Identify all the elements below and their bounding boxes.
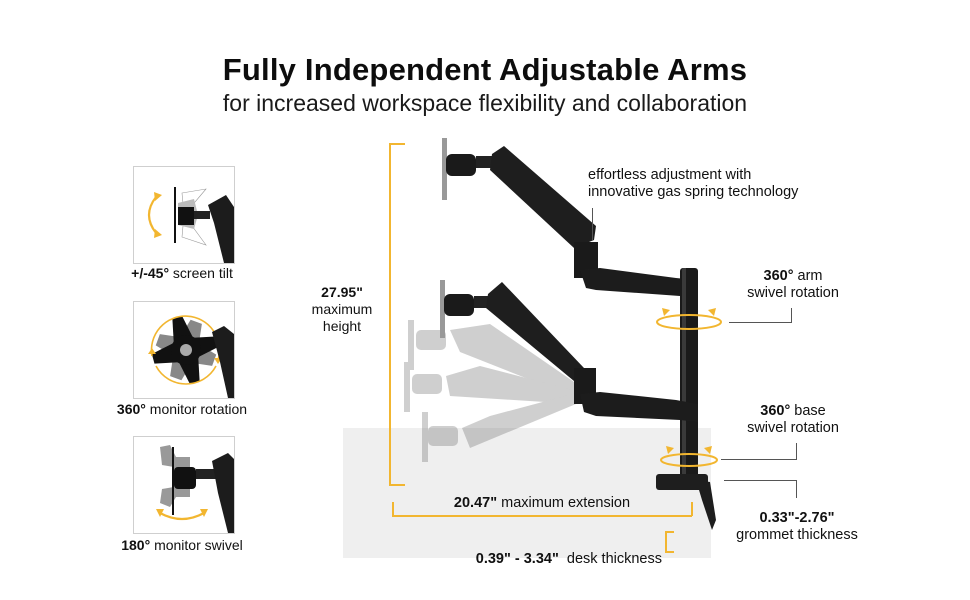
monitor-rotation-panel [133, 301, 235, 399]
grommet-thickness-callout: 0.33"-2.76" grommet thickness [736, 510, 858, 543]
monitor-arm-illustration [404, 138, 722, 530]
page-title: Fully Independent Adjustable Arms [222, 52, 748, 87]
extension-dimension-line [392, 515, 692, 517]
desk-thickness-callout: 0.39" - 3.34" desk thickness [475, 551, 662, 567]
desk-surface [343, 428, 711, 558]
height-dimension-line [389, 143, 391, 485]
arm-swivel-leader-h [729, 322, 792, 323]
extension-left-tick [392, 502, 394, 516]
desk-thickness-bracket-bottom [665, 551, 674, 553]
monitor-rotation-label: 360° monitor rotation [116, 401, 248, 417]
arm-swivel-callout: 360° arm swivel rotation [747, 268, 839, 301]
page-subtitle: for increased workspace flexibility and … [222, 90, 748, 116]
extension-right-tick [691, 502, 693, 516]
base-swivel-leader-h [721, 459, 797, 460]
monitor-swivel-panel [133, 436, 235, 534]
base-swivel-leader-v [796, 443, 797, 460]
height-dimension-bottom-tick [389, 484, 405, 486]
desk-thickness-bracket-v [665, 531, 667, 553]
max-height-callout: 27.95" maximum height [311, 284, 373, 334]
desk-thickness-bracket-top [665, 531, 674, 533]
max-extension-callout: 20.47" maximum extension [453, 495, 631, 511]
gas-spring-callout: effortless adjustment with innovative ga… [588, 167, 799, 200]
base-swivel-callout: 360° base swivel rotation [747, 403, 839, 436]
gas-spring-leader-line [592, 208, 593, 240]
screen-tilt-icon [147, 187, 234, 263]
grommet-leader-h [724, 480, 797, 481]
arm-swivel-leader-v [791, 308, 792, 323]
screen-tilt-panel [133, 166, 235, 264]
monitor-swivel-label: 180° monitor swivel [121, 537, 243, 553]
height-dimension-top-tick [389, 143, 405, 145]
monitor-swivel-icon [156, 445, 234, 533]
screen-tilt-label: +/-45° screen tilt [131, 265, 233, 281]
monitor-rotation-icon [148, 315, 234, 398]
grommet-leader-v [796, 480, 797, 498]
